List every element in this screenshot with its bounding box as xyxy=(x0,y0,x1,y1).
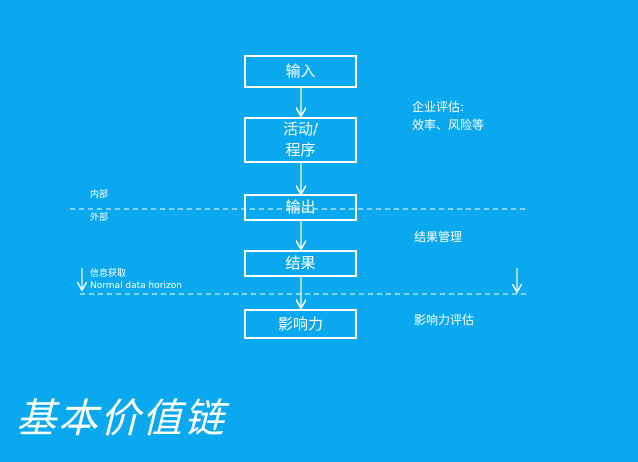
output-box: 输出 xyxy=(244,194,357,221)
external-label: 外部 xyxy=(90,213,109,223)
enterprise-evaluation-note: 企业评估: 效率、风险等 xyxy=(412,100,485,132)
diagram-title: 基本价值链 xyxy=(16,396,226,442)
internal-label: 内部 xyxy=(90,190,109,200)
impact-evaluation-note: 影响力评估 xyxy=(414,313,475,327)
outcome-management-note: 结果管理 xyxy=(414,230,463,244)
impact-box: 影响力 xyxy=(244,309,357,339)
information-acquisition-label: 信息获取 xyxy=(90,269,127,279)
input-box: 输入 xyxy=(244,55,357,88)
activity-box: 活动/ 程序 xyxy=(244,117,357,163)
outcome-box: 结果 xyxy=(244,250,357,277)
normal-data-horizon-label: Normal data horizon xyxy=(90,281,182,291)
